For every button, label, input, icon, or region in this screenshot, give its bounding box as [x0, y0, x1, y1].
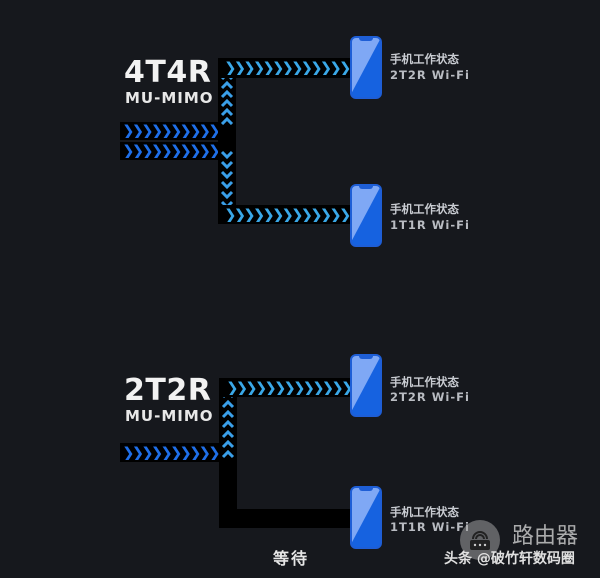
phone-icon [350, 36, 382, 99]
arrow-right-icon: ❯❯❯❯❯❯❯❯❯❯❯❯❯❯❯ [224, 208, 350, 222]
idle-branch-to-device-2 [219, 509, 352, 528]
arrow-right-icon: ❯❯❯❯❯❯❯❯❯❯❯❯❯❯❯ [122, 446, 228, 460]
device-1-wifi: 2T2R Wi-Fi [390, 390, 470, 404]
down-chevrons-icon [220, 150, 234, 210]
device-1-status: 手机工作状态 [390, 52, 459, 66]
section-1-title: 4T4R [124, 55, 212, 90]
device-2-wifi: 1T1R Wi-Fi [390, 520, 470, 534]
branch-to-device-1 [219, 378, 352, 397]
section-2-subtitle: MU-MIMO [125, 407, 214, 425]
device-2-status: 手机工作状态 [390, 202, 459, 216]
phone-icon [350, 486, 382, 549]
input-stream-1 [120, 443, 236, 462]
device-2-wifi: 1T1R Wi-Fi [390, 218, 470, 232]
arrow-right-icon: ❯❯❯❯❯❯❯❯❯❯❯❯❯❯❯ [122, 124, 232, 138]
section-2-title: 2T2R [124, 373, 212, 408]
branch-arrows-1: ❯❯❯❯❯❯❯❯❯❯❯❯❯❯❯ [224, 61, 350, 75]
branch-to-device-1 [218, 58, 352, 78]
section-1-subtitle: MU-MIMO [125, 89, 214, 107]
device-1-status: 手机工作状态 [390, 375, 459, 389]
input-arrows-1: ❯❯❯❯❯❯❯❯❯❯❯❯❯❯❯ [122, 446, 228, 460]
arrow-right-icon: ❯❯❯❯❯❯❯❯❯❯❯❯❯❯❯ [224, 61, 350, 75]
device-2-status: 手机工作状态 [390, 505, 459, 519]
branch-arrows-2: ❯❯❯❯❯❯❯❯❯❯❯❯❯❯❯ [224, 208, 350, 222]
router-icon [470, 531, 490, 550]
phone-icon [350, 354, 382, 417]
waiting-label: 等待 [273, 549, 310, 568]
arrow-right-icon: ❯❯❯❯❯❯❯❯❯❯❯❯❯❯❯ [122, 144, 232, 158]
watermark-brand: 路由器 [512, 524, 579, 549]
watermark-router-icon [460, 520, 500, 560]
watermark-source: 头条 @破竹轩数码圈 [444, 551, 575, 567]
input-stream-1 [120, 122, 235, 140]
phone-icon [350, 184, 382, 247]
up-chevrons-icon [221, 389, 235, 459]
input-stream-2 [120, 142, 235, 160]
arrow-right-icon: ❯❯❯❯❯❯❯❯❯❯❯❯❯❯❯ [226, 381, 350, 395]
input-arrows-2: ❯❯❯❯❯❯❯❯❯❯❯❯❯❯❯ [122, 144, 232, 158]
device-1-wifi: 2T2R Wi-Fi [390, 68, 470, 82]
input-arrows-1: ❯❯❯❯❯❯❯❯❯❯❯❯❯❯❯ [122, 124, 232, 138]
up-chevrons-icon [220, 71, 234, 125]
branch-arrows-1: ❯❯❯❯❯❯❯❯❯❯❯❯❯❯❯ [226, 381, 350, 395]
branch-to-device-2 [218, 205, 352, 224]
